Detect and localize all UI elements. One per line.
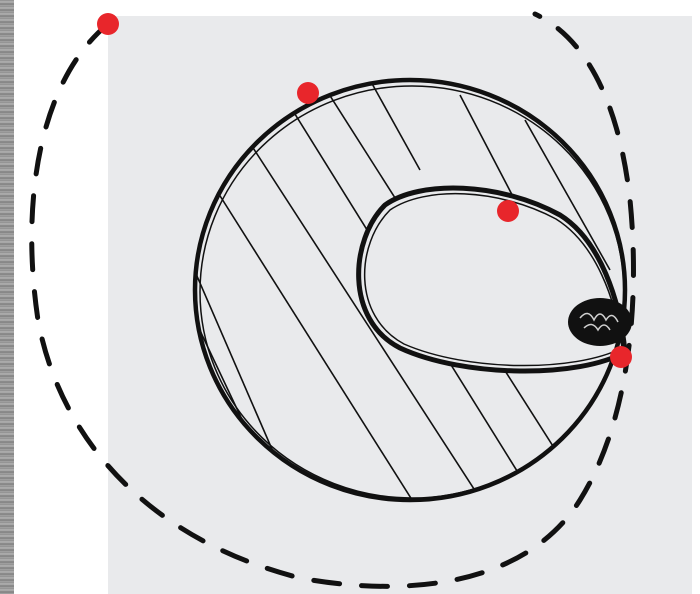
tangent-point: [610, 346, 632, 368]
outer-top-point: [97, 13, 119, 35]
inner-loop-point: [497, 200, 519, 222]
circle-top-point: [297, 82, 319, 104]
small-ellipse: [568, 298, 632, 346]
